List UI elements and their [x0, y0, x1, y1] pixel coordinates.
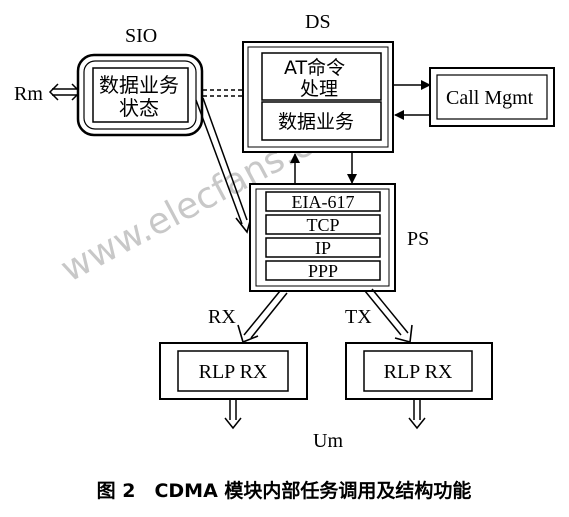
ps-layer-eia617-label: EIA-617 [292, 192, 355, 212]
call-mgmt-module: Call Mgmt [429, 67, 555, 127]
ps-layer-ppp [265, 260, 381, 281]
at-command-box [261, 52, 382, 101]
ds-callmgmt-arrows [393, 80, 431, 120]
rm-label: Rm [14, 83, 43, 105]
ds-ps-arrows [290, 152, 357, 185]
rlp-rx-right-label: RLP RX [384, 361, 453, 383]
ps-tx-arrow [364, 288, 413, 344]
ds-data-service-box [261, 101, 382, 141]
rm-double-arrow [48, 83, 82, 101]
sio-state-line2: 状态 [119, 96, 159, 120]
at-command-line1: AT命令 [284, 57, 345, 79]
call-mgmt-label: Call Mgmt [446, 87, 534, 109]
sio-label: SIO [125, 25, 157, 47]
figure-caption: 图 2 CDMA 模块内部任务调用及结构功能 [97, 479, 472, 502]
ps-layer-ip [265, 237, 381, 258]
sio-state-line1: 数据业务 [99, 73, 179, 97]
sio-module: 数据业务 状态 [76, 53, 204, 137]
rlp-rx-right-module: RLP RX [345, 342, 493, 400]
rlp-rx-left-module: RLP RX [159, 342, 308, 400]
ps-layer-ppp-label: PPP [308, 261, 338, 281]
rx-label: RX [208, 306, 236, 328]
rlp-rx-right-inner [363, 350, 473, 392]
rlp-rx-left-label: RLP RX [199, 361, 268, 383]
ds-module: AT命令 处理 数据业务 [242, 41, 394, 153]
ps-layer-eia617 [265, 191, 381, 212]
ps-layer-tcp [265, 214, 381, 235]
ds-label: DS [305, 11, 331, 33]
ps-label: PS [407, 228, 429, 250]
sio-state-box [92, 67, 189, 123]
ps-rx-arrow [237, 290, 288, 344]
ps-module: EIA-617 TCP IP PPP [249, 183, 396, 292]
at-command-line2: 处理 [300, 78, 338, 100]
ds-data-service-label: 数据业务 [278, 111, 354, 133]
tx-label: TX [345, 306, 372, 328]
um-label: Um [313, 430, 343, 452]
um-right-arrow [408, 399, 426, 430]
ps-layer-ip-label: IP [315, 238, 331, 258]
rlp-rx-left-inner [177, 350, 289, 392]
ps-layer-tcp-label: TCP [306, 215, 339, 235]
um-left-arrow [224, 399, 242, 430]
